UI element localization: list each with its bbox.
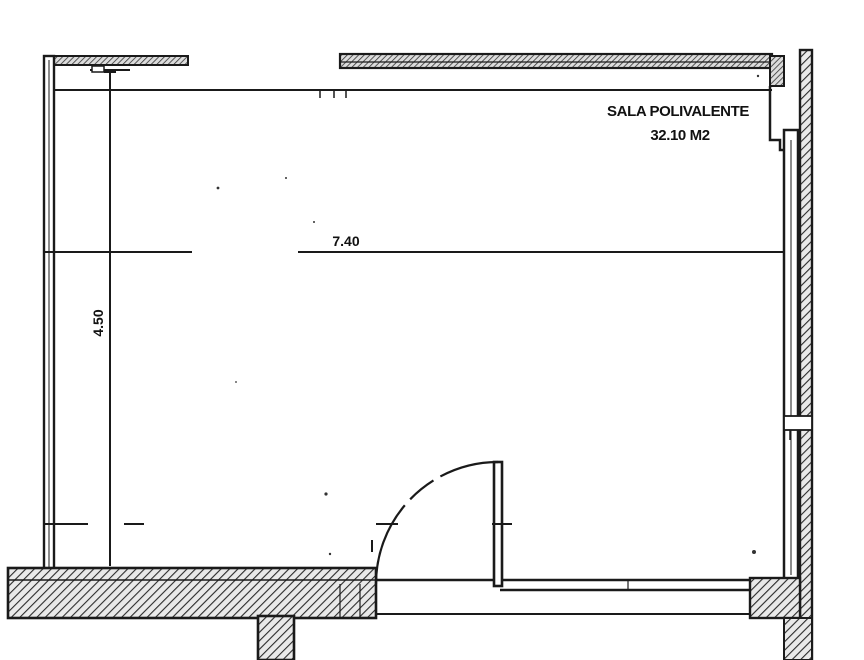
right-wall — [768, 48, 814, 660]
top-wall-left — [43, 55, 189, 73]
scan-specks — [216, 74, 760, 556]
width-dimension-label: 7.40 — [332, 233, 359, 249]
left-wall — [42, 54, 56, 574]
room-name-label: SALA POLIVALENTE — [607, 103, 749, 120]
bottom-wall-left — [6, 566, 378, 660]
top-ticks — [319, 90, 347, 98]
bottom-opening — [376, 578, 800, 615]
top-wall-right — [338, 52, 774, 70]
room-area-label: 32.10 M2 — [650, 127, 709, 144]
height-dimension-line — [104, 71, 116, 566]
bottom-wall-right — [748, 576, 813, 660]
height-dimension-label: 4.50 — [90, 309, 106, 336]
